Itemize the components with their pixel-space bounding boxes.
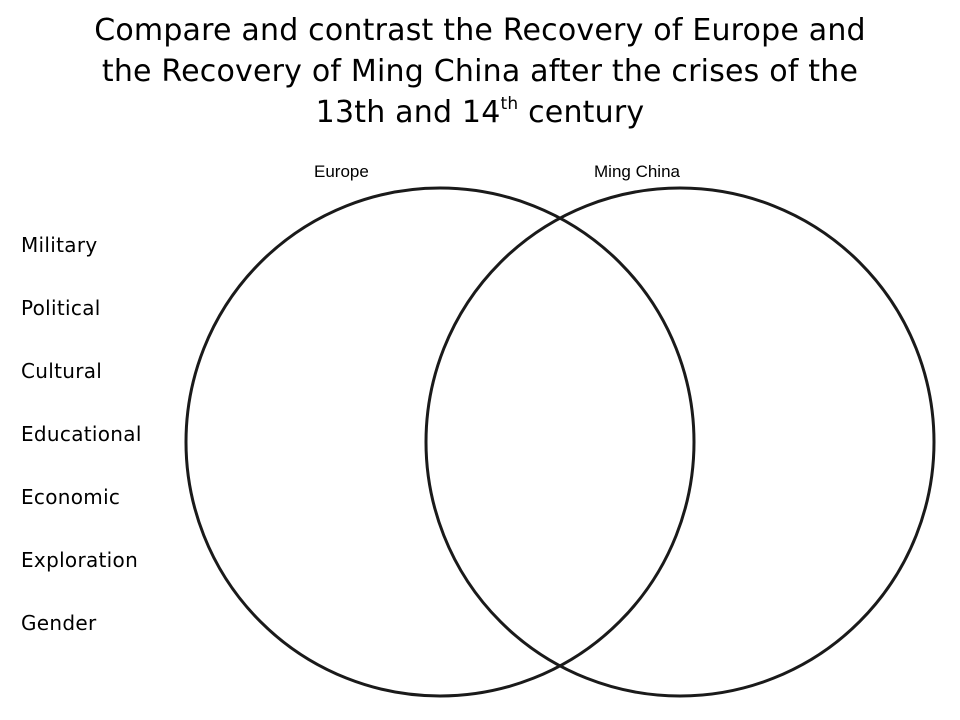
title-superscript: th	[500, 94, 519, 114]
ming-china-label: Ming China	[594, 162, 680, 181]
europe-label: Europe	[314, 162, 369, 181]
category-gender: Gender	[21, 611, 97, 635]
category-military: Military	[21, 233, 98, 257]
europe-circle	[184, 186, 696, 698]
title-line-2: the Recovery of Ming China after the cri…	[101, 54, 859, 89]
worksheet-title: Compare and contrast the Recovery of Eur…	[20, 10, 940, 133]
category-cultural: Cultural	[21, 359, 103, 383]
title-line-3-start: 13th and 14	[315, 95, 501, 130]
title-line-3-end: century	[518, 95, 645, 130]
category-exploration: Exploration	[21, 548, 139, 572]
category-political: Political	[21, 296, 101, 320]
category-educational: Educational	[21, 422, 142, 446]
title-line-1: Compare and contrast the Recovery of Eur…	[94, 13, 866, 48]
ming-china-circle	[424, 186, 936, 698]
category-economic: Economic	[21, 485, 121, 509]
title-line-3: 13th and 14th century	[20, 92, 940, 133]
category-list: Military Political Cultural Educational …	[21, 228, 142, 669]
